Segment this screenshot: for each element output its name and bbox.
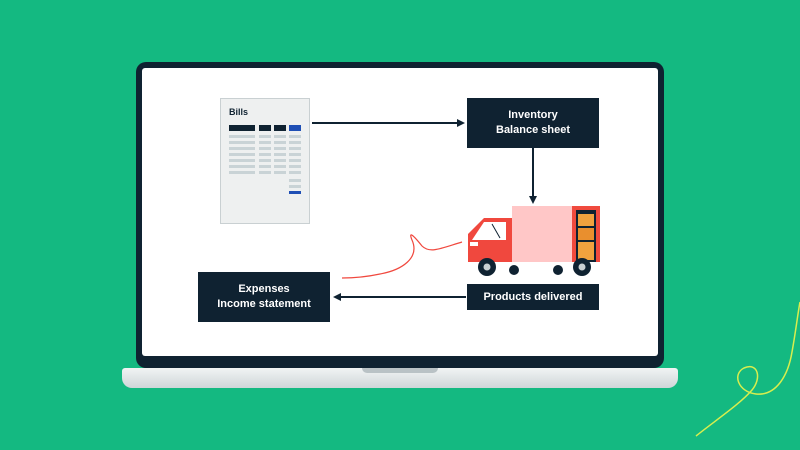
doc-row-bar	[259, 153, 271, 156]
doc-row-bar	[289, 179, 301, 182]
doc-row-bar	[289, 185, 301, 188]
products-delivered-label: Products delivered	[483, 290, 583, 303]
expenses-income-statement-node: Expenses Income statement	[198, 272, 330, 322]
doc-row-bar	[289, 165, 301, 168]
doc-row-bar	[274, 171, 286, 174]
bills-title: Bills	[229, 107, 249, 117]
balance-sheet-label: Balance sheet	[496, 124, 570, 136]
income-statement-label: Income statement	[217, 298, 311, 310]
doc-header-cell	[229, 125, 255, 131]
doc-row-bar	[289, 171, 301, 174]
doc-row-bar	[289, 153, 301, 156]
doc-row-bar	[229, 135, 255, 138]
doc-row-bar	[259, 165, 271, 168]
doc-row-bar	[274, 165, 286, 168]
doc-row-bar	[259, 141, 271, 144]
doc-row-bar	[229, 165, 255, 168]
doc-row-bar	[274, 141, 286, 144]
expenses-label: Expenses	[238, 283, 290, 295]
doc-row-bar	[229, 141, 255, 144]
laptop-screen: Bills Inventory Balance sheet Products d…	[136, 62, 664, 368]
diagram-canvas: Bills Inventory Balance sheet Products d…	[142, 68, 658, 356]
inventory-balance-sheet-node: Inventory Balance sheet	[467, 98, 599, 148]
doc-header-cell	[274, 125, 286, 131]
doc-row-bar	[289, 159, 301, 162]
doc-header-cell	[259, 125, 271, 131]
doc-header-cell	[289, 125, 301, 131]
doc-row-bar	[274, 159, 286, 162]
delivery-truck-icon	[466, 206, 602, 276]
bills-document-icon: Bills	[220, 98, 310, 224]
doc-row-bar	[229, 153, 255, 156]
doc-row-bar	[289, 147, 301, 150]
doc-row-bar	[274, 147, 286, 150]
doc-row-bar	[259, 135, 271, 138]
doc-row-bar	[229, 159, 255, 162]
doc-row-bar	[274, 135, 286, 138]
laptop-notch	[362, 368, 438, 373]
products-delivered-node: Products delivered	[467, 284, 599, 310]
doc-row-bar	[229, 171, 255, 174]
doc-row-bar	[289, 135, 301, 138]
flow-squiggle	[341, 234, 463, 279]
doc-total-bar	[289, 191, 301, 194]
inventory-label: Inventory	[508, 109, 558, 121]
doc-row-bar	[274, 153, 286, 156]
doc-row-bar	[229, 147, 255, 150]
doc-row-bar	[259, 147, 271, 150]
doc-row-bar	[259, 171, 271, 174]
laptop-base	[122, 368, 678, 388]
diagram-graphics	[312, 119, 602, 301]
doc-row-bar	[259, 159, 271, 162]
doc-row-bar	[289, 141, 301, 144]
